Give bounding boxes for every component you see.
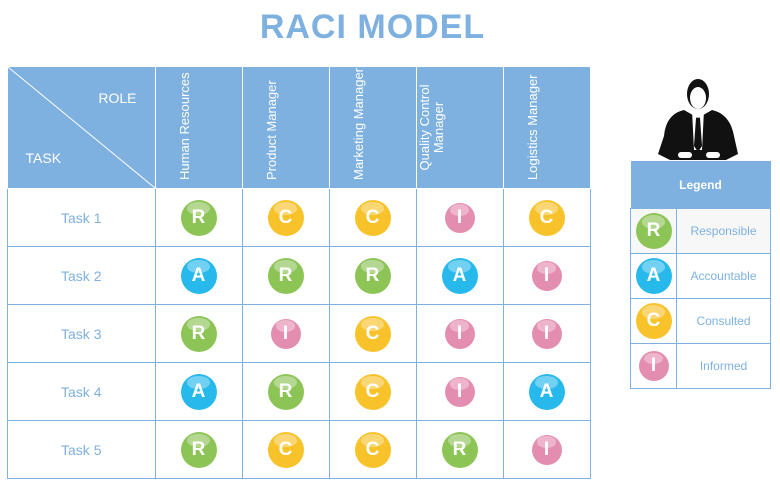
role-header: Product Manager: [241, 67, 330, 189]
responsible-badge: R: [267, 257, 304, 294]
task-row: Task 5 R C C R I: [7, 420, 591, 479]
role-header: Human Resources: [154, 67, 243, 189]
legend-label: Consulted: [676, 298, 771, 344]
consulted-badge: C: [528, 199, 565, 236]
role-name: Logistics Manager: [524, 74, 540, 181]
role-header: Logistics Manager: [502, 67, 591, 189]
raci-cell: I: [502, 246, 591, 305]
raci-cell: R: [241, 362, 330, 421]
responsible-badge: R: [180, 315, 217, 352]
page-title: RACI MODEL: [259, 8, 486, 46]
legend-icon-cell: R: [630, 208, 677, 254]
raci-cell: A: [154, 362, 243, 421]
responsible-badge: R: [180, 199, 217, 236]
informed-badge: I: [531, 260, 562, 291]
role-header: Quality Control Manager: [415, 67, 504, 189]
raci-cell: R: [241, 246, 330, 305]
raci-cell: R: [154, 304, 243, 363]
accountable-badge: A: [180, 373, 217, 410]
consulted-badge: C: [354, 315, 391, 352]
informed-badge: I: [444, 202, 475, 233]
accountable-badge: A: [180, 257, 217, 294]
raci-cell: C: [502, 188, 591, 247]
responsible-badge: R: [180, 431, 217, 468]
informed-badge: I: [444, 376, 475, 407]
raci-matrix: ROLE TASK Human Resources Product Manager…: [7, 67, 591, 479]
task-name: Task 2: [7, 246, 156, 305]
raci-cell: I: [415, 188, 504, 247]
raci-cell: C: [241, 188, 330, 247]
legend-icon-cell: A: [630, 253, 677, 299]
role-name: Quality Control Manager: [416, 84, 446, 171]
role-label: ROLE: [98, 90, 137, 106]
raci-cell: C: [328, 188, 417, 247]
raci-cell: C: [241, 420, 330, 479]
raci-cell: C: [328, 304, 417, 363]
legend-title: Legend: [630, 161, 771, 209]
legend-label: Informed: [676, 343, 771, 389]
task-name: Task 1: [7, 188, 156, 247]
raci-cell: R: [328, 246, 417, 305]
raci-cell: I: [241, 304, 330, 363]
accountable-badge: A: [528, 373, 565, 410]
raci-cell: R: [154, 420, 243, 479]
legend-label: Accountable: [676, 253, 771, 299]
legend-label: Responsible: [676, 208, 771, 254]
accountable-badge: A: [635, 258, 672, 294]
role-header: Marketing Manager: [328, 67, 417, 189]
raci-cell: R: [154, 188, 243, 247]
raci-cell: A: [154, 246, 243, 305]
responsible-badge: R: [441, 431, 478, 468]
role-name: Human Resources: [176, 72, 192, 180]
informed-badge: I: [531, 318, 562, 349]
raci-cell: C: [328, 362, 417, 421]
role-name: Marketing Manager: [350, 68, 366, 180]
role-name: Product Manager: [263, 80, 279, 180]
consulted-badge: C: [267, 431, 304, 468]
raci-cell: C: [328, 420, 417, 479]
consulted-badge: C: [354, 199, 391, 236]
informed-badge: I: [638, 351, 669, 381]
informed-badge: I: [270, 318, 301, 349]
raci-cell: I: [502, 304, 591, 363]
task-row: Task 3 R I C I I: [7, 304, 591, 363]
raci-cell: A: [502, 362, 591, 421]
raci-cell: I: [415, 304, 504, 363]
responsible-badge: R: [354, 257, 391, 294]
task-row: Task 4 A R C I A: [7, 362, 591, 421]
task-label: TASK: [25, 150, 62, 166]
businessman-icon: [658, 79, 738, 160]
informed-badge: I: [531, 434, 562, 465]
task-name: Task 3: [7, 304, 156, 363]
consulted-badge: C: [354, 373, 391, 410]
task-row: Task 2 A R R A I: [7, 246, 591, 305]
task-name: Task 4: [7, 362, 156, 421]
diagonal-divider: [7, 67, 155, 188]
accountable-badge: A: [441, 257, 478, 294]
consulted-badge: C: [635, 303, 672, 339]
corner-header: ROLE TASK: [7, 67, 156, 189]
legend-icon-cell: I: [630, 343, 677, 389]
consulted-badge: C: [267, 199, 304, 236]
task-row: Task 1 R C C I C: [7, 188, 591, 247]
raci-cell: I: [415, 362, 504, 421]
task-name: Task 5: [7, 420, 156, 479]
responsible-badge: R: [635, 213, 672, 249]
raci-cell: A: [415, 246, 504, 305]
consulted-badge: C: [354, 431, 391, 468]
responsible-badge: R: [267, 373, 304, 410]
legend-icon-cell: C: [630, 298, 677, 344]
raci-cell: I: [502, 420, 591, 479]
informed-badge: I: [444, 318, 475, 349]
raci-cell: R: [415, 420, 504, 479]
